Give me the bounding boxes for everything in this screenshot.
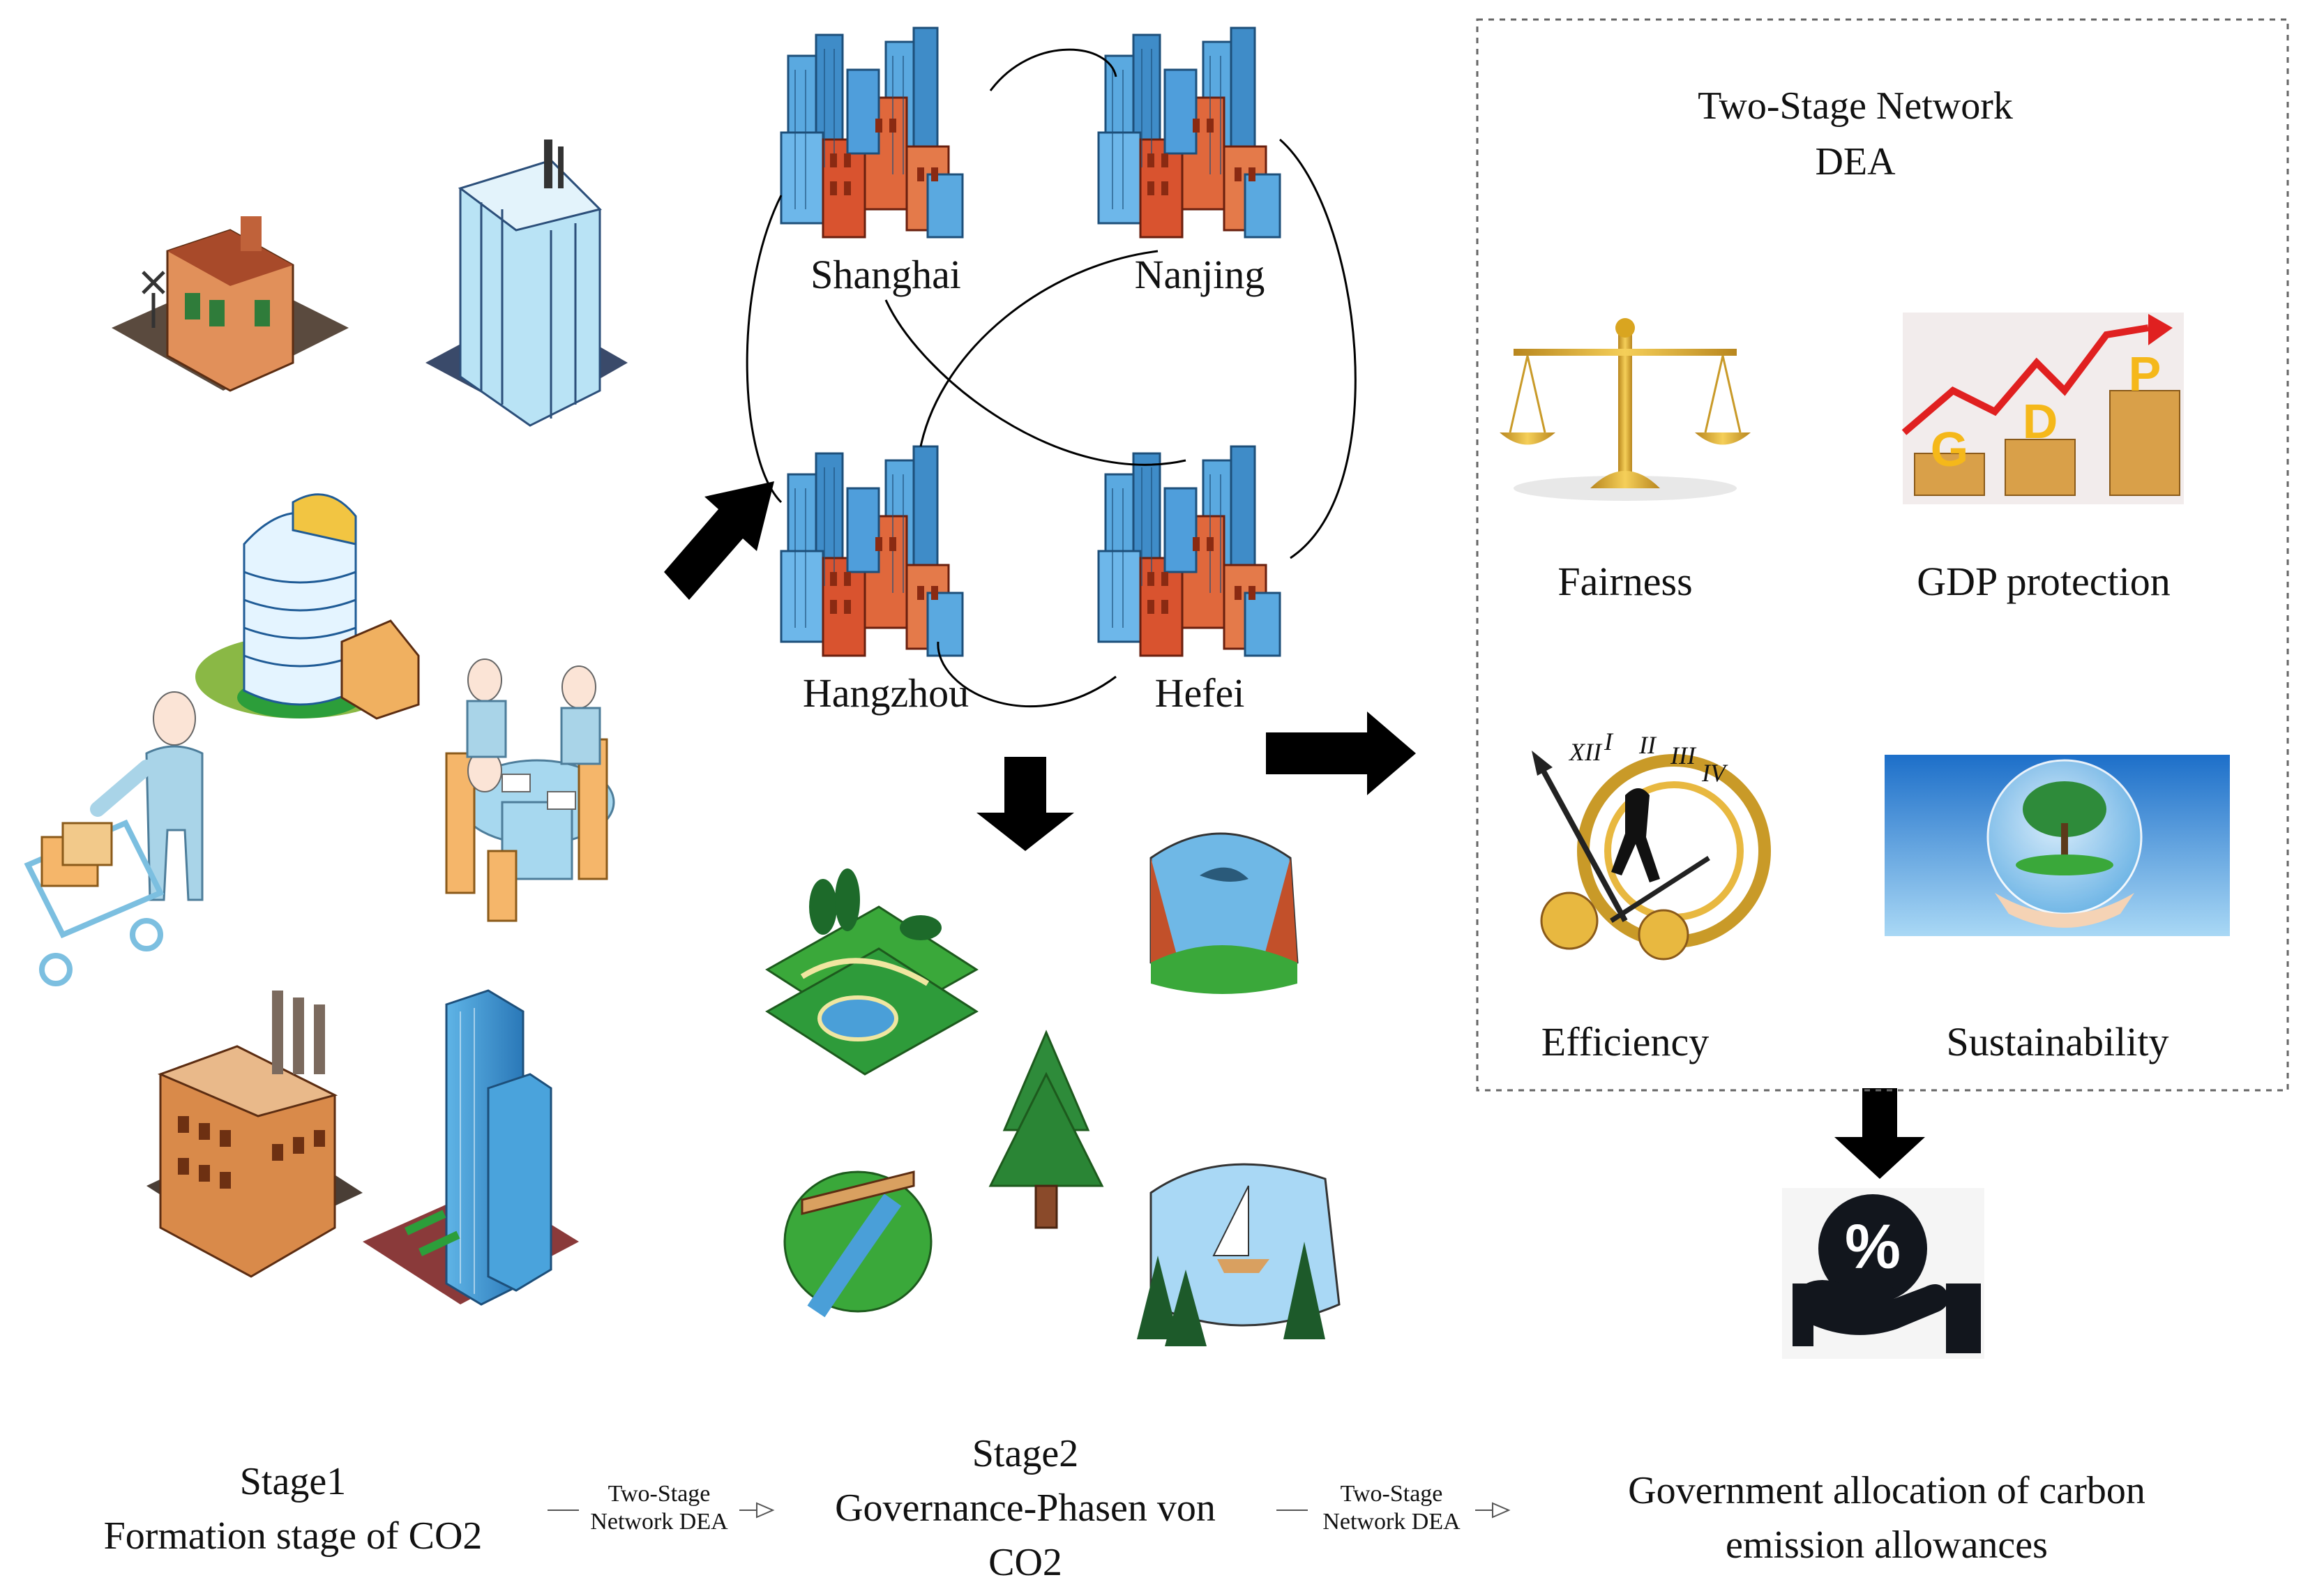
connector1-line1: Two-Stage <box>608 1481 711 1507</box>
connector1-line2: Network DEA <box>590 1509 728 1535</box>
sustainability-label: Sustainability <box>1946 1019 2169 1064</box>
dea-title-line1: Two-Stage Network <box>1698 84 2013 128</box>
connector-arrow-1 <box>548 1502 775 1519</box>
city-label-nanjing: Nanjing <box>1134 252 1265 297</box>
stage1-subtitle: Formation stage of CO2 <box>103 1514 483 1558</box>
fairness-scale-icon <box>1500 318 1751 501</box>
dea-box <box>1476 18 2289 1092</box>
connector2-line1: Two-Stage <box>1340 1481 1443 1507</box>
office-tower-icon <box>425 140 628 427</box>
connector-arrow-2 <box>1276 1502 1511 1519</box>
arrow-down-2-icon <box>1834 1088 1925 1179</box>
percent-hand-icon <box>1782 1188 1984 1359</box>
gov-line1: Government allocation of carbon <box>1628 1469 2145 1512</box>
city-nanjing-icon <box>1097 27 1281 239</box>
city-label-hangzhou: Hangzhou <box>802 670 970 716</box>
city-shanghai-icon <box>780 27 964 239</box>
arrow-right-icon <box>1266 712 1416 795</box>
pine-tree-icon <box>988 1030 1104 1229</box>
dea-box-title: Two-Stage Network DEA <box>1555 78 2155 190</box>
sustainability-globe-icon <box>1885 755 2230 936</box>
gdp-letter-p: P <box>2129 347 2162 401</box>
lake-sailboat-icon <box>1137 1163 1341 1346</box>
city-label-hefei: Hefei <box>1154 670 1245 716</box>
meeting-icon <box>445 658 615 922</box>
stage1-title: Stage1 <box>239 1460 347 1503</box>
city-label-shanghai: Shanghai <box>810 252 961 297</box>
stage2-title: Stage2 <box>972 1432 1079 1475</box>
percent-sign: % <box>1845 1212 1901 1282</box>
gov-line2: emission allowances <box>1726 1523 2048 1567</box>
government-caption: Government allocation of carbon emission… <box>1534 1463 2239 1572</box>
clock-numeral-iv: IV <box>1701 759 1728 787</box>
city-hangzhou-icon <box>780 445 964 657</box>
connector1-label: Two-Stage Network DEA <box>572 1480 746 1536</box>
fairness-label: Fairness <box>1557 559 1693 604</box>
gdp-coins-icon <box>1901 313 2184 504</box>
stage2-subtitle-1: Governance-Phasen von <box>835 1486 1216 1530</box>
clock-numeral-ii: II <box>1638 731 1657 759</box>
arrow-up-right-icon <box>664 481 774 600</box>
dea-title-line2: DEA <box>1815 140 1896 183</box>
house-icon <box>112 216 349 392</box>
park-icon <box>765 868 979 1076</box>
skyscraper-icon <box>363 989 579 1306</box>
clock-numeral-xii: XII <box>1568 738 1603 766</box>
stage1-caption: Stage1 Formation stage of CO2 <box>42 1454 544 1563</box>
connector2-label: Two-Stage Network DEA <box>1304 1480 1479 1536</box>
gdp-letter-d: D <box>2023 394 2058 449</box>
factory-icon <box>146 991 363 1278</box>
connector2-line2: Network DEA <box>1322 1509 1461 1535</box>
lake-dolphin-icon <box>1149 832 1299 994</box>
river-bridge-icon <box>783 1170 933 1318</box>
efficiency-clock-icon <box>1532 751 1771 961</box>
clock-numeral-iii: III <box>1670 741 1697 769</box>
shopper-icon <box>24 691 204 986</box>
city-connections <box>746 48 1357 708</box>
gdp-protection-label: GDP protection <box>1917 559 2171 604</box>
stage2-subtitle-2: CO2 <box>988 1541 1062 1584</box>
gdp-letter-g: G <box>1931 422 1968 476</box>
clock-numeral-i: I <box>1604 728 1614 755</box>
efficiency-label: Efficiency <box>1541 1019 1710 1064</box>
stage2-caption: Stage2 Governance-Phasen von CO2 <box>774 1426 1276 1590</box>
city-hefei-icon <box>1097 445 1281 657</box>
arrow-down-icon <box>976 757 1074 851</box>
round-office-icon <box>195 493 420 720</box>
